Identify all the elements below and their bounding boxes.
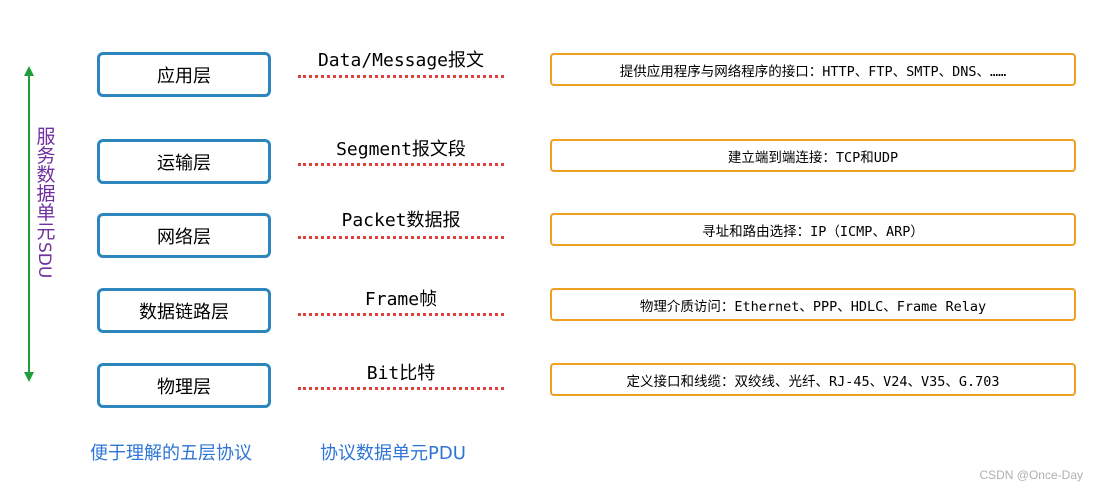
sdu-char: 单 [36, 202, 56, 224]
desc-box-network: 寻址和路由选择：IP（ICMP、ARP） [550, 213, 1076, 246]
watermark: CSDN @Once-Day [979, 468, 1083, 482]
sdu-char: 务 [36, 145, 56, 167]
sdu-double-arrow [24, 66, 34, 382]
footer-five-layer-caption: 便于理解的五层协议 [90, 443, 252, 464]
desc-box-datalink: 物理介质访问：Ethernet、PPP、HDLC、Frame Relay [550, 288, 1076, 321]
dotted-connector [298, 313, 504, 316]
layer-box-datalink: 数据链路层 [97, 288, 271, 333]
pdu-label-datalink: Frame帧 [364, 289, 438, 310]
sdu-char: 数 [36, 164, 56, 186]
sdu-char: 元 [36, 221, 56, 243]
layer-box-physical: 物理层 [97, 363, 271, 408]
dotted-connector [298, 236, 504, 239]
pdu-label-transport: Segment报文段 [336, 139, 466, 160]
pdu-label-network: Packet数据报 [341, 210, 461, 231]
layer-box-transport: 运输层 [97, 139, 271, 184]
dotted-connector [298, 163, 504, 166]
pdu-label-physical: Bit比特 [366, 363, 436, 384]
desc-box-transport: 建立端到端连接：TCP和UDP [550, 139, 1076, 172]
sdu-char: 据 [36, 183, 56, 205]
dotted-connector [298, 387, 504, 390]
desc-box-application: 提供应用程序与网络程序的接口：HTTP、FTP、SMTP、DNS、…… [550, 53, 1076, 86]
desc-box-physical: 定义接口和线缆：双绞线、光纤、RJ-45、V24、V35、G.703 [550, 363, 1076, 396]
layer-box-application: 应用层 [97, 52, 271, 97]
dotted-connector [298, 75, 504, 78]
layer-box-network: 网络层 [97, 213, 271, 258]
sdu-label: 服 务 数 据 单 元 SDU [34, 126, 58, 279]
footer-pdu-caption: 协议数据单元PDU [320, 443, 466, 464]
sdu-char: SDU [34, 242, 54, 279]
sdu-char: 服 [36, 126, 56, 148]
pdu-label-application: Data/Message报文 [317, 50, 485, 71]
